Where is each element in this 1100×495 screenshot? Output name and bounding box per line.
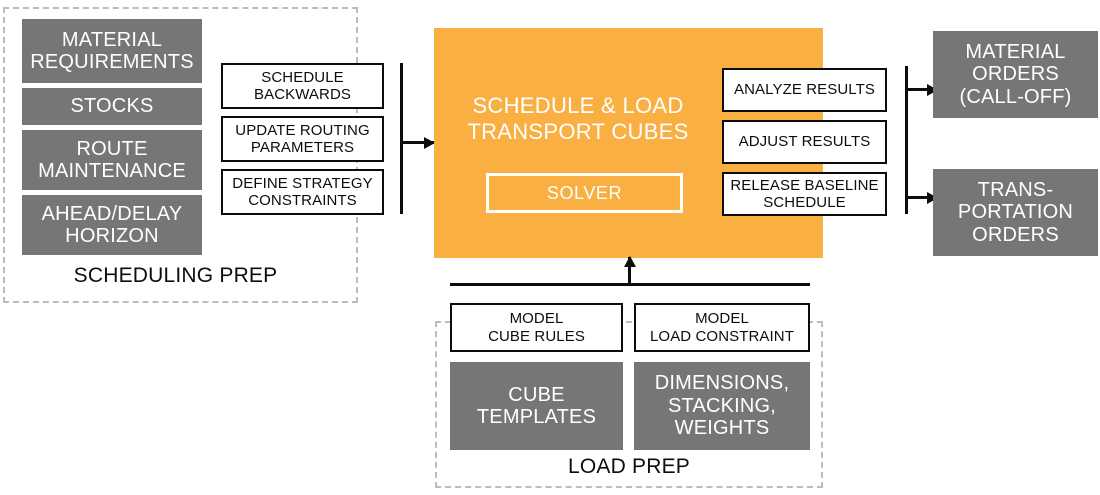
arrow-scheduling-prep-to-core [400,141,434,144]
output-bus-line [905,66,908,214]
action-adjust-results[interactable]: ADJUST RESULTS [722,120,887,164]
scheduling-prep-bus-line [400,63,403,214]
input-dimensions-stacking-weights: DIMENSIONS,STACKING,WEIGHTS [634,362,810,450]
load-prep-group [435,321,823,488]
arrow-load-prep-to-core [628,257,631,284]
action-analyze-results[interactable]: ANALYZE RESULTS [722,68,887,112]
solver-box[interactable]: SOLVER [486,173,683,213]
load-prep-label: LOAD PREP [567,455,690,478]
load-prep-bus-line [450,283,810,286]
arrow-core-to-transportation-orders [905,196,937,199]
arrow-core-to-material-orders [905,88,937,91]
input-stocks: STOCKS [22,88,202,125]
scheduling-prep-label: SCHEDULING PREP [73,264,278,287]
